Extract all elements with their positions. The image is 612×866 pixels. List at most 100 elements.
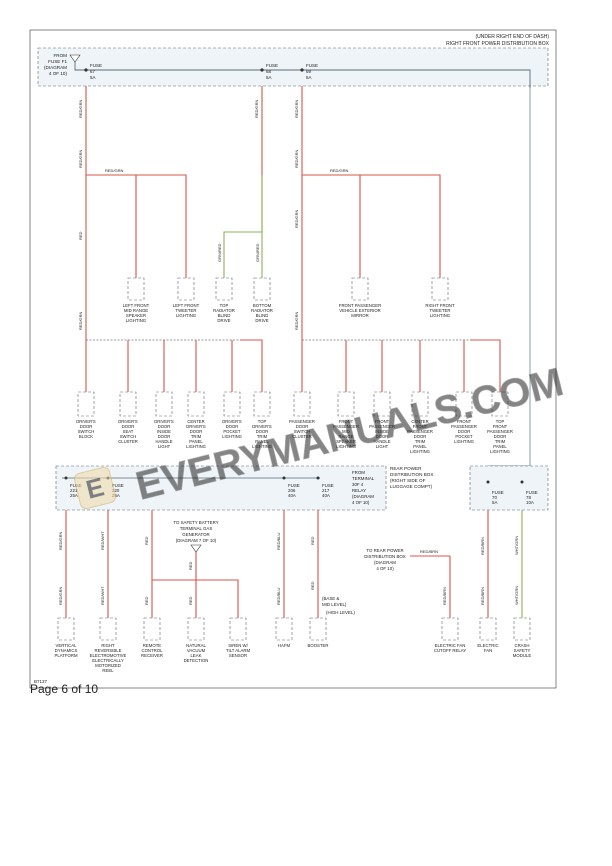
svg-text:RED: RED — [144, 536, 149, 545]
svg-text:SPEAKER: SPEAKER — [336, 439, 356, 444]
svg-text:POCKET: POCKET — [223, 429, 241, 434]
svg-text:MID LEVEL): MID LEVEL) — [322, 602, 347, 607]
row2-wires — [85, 338, 501, 392]
svg-text:DISTRIBUTION BOX: DISTRIBUTION BOX — [390, 472, 433, 477]
svg-text:SEAT: SEAT — [123, 429, 134, 434]
svg-text:DOOR: DOOR — [414, 434, 427, 439]
svg-text:FRONT: FRONT — [493, 424, 508, 429]
svg-text:TRIM: TRIM — [191, 434, 202, 439]
svg-text:FRONT: FRONT — [413, 424, 428, 429]
connector-arrow-icon — [69, 54, 81, 63]
svg-text:TERMINAL: TERMINAL — [352, 476, 375, 481]
to-rear-pdb-note: TO REAR POWER DISTRIBUTION BOX (DIAGRAM … — [364, 548, 406, 571]
svg-text:206: 206 — [288, 488, 296, 493]
svg-text:DRIVER'S: DRIVER'S — [186, 424, 206, 429]
svg-text:BLOCK: BLOCK — [79, 434, 93, 439]
svg-text:PASSENGER: PASSENGER — [407, 429, 433, 434]
svg-text:MOTORIZED: MOTORIZED — [95, 663, 121, 668]
svg-text:MODULE: MODULE — [513, 653, 532, 658]
svg-text:LIGHT: LIGHT — [376, 444, 389, 449]
svg-text:(DIAGRAM: (DIAGRAM — [374, 560, 396, 565]
svg-text:BOOSTER: BOOSTER — [307, 643, 328, 648]
svg-text:RIGHT: RIGHT — [101, 643, 115, 648]
svg-text:4 OF 10): 4 OF 10) — [49, 71, 68, 76]
svg-text:TERMINAL GAS: TERMINAL GAS — [180, 526, 213, 531]
svg-text:LIGHTING: LIGHTING — [126, 318, 147, 323]
svg-text:10A: 10A — [526, 500, 534, 505]
svg-text:FAN: FAN — [484, 648, 492, 653]
svg-text:FRONT: FRONT — [457, 419, 472, 424]
svg-text:PANEL: PANEL — [413, 444, 427, 449]
svg-text:DOOR: DOOR — [226, 424, 239, 429]
svg-text:RED/WHT: RED/WHT — [100, 531, 105, 550]
svg-text:FUSE: FUSE — [112, 483, 124, 488]
svg-text:SWITCH: SWITCH — [294, 429, 311, 434]
svg-text:VACUUM: VACUUM — [187, 648, 206, 653]
svg-text:FROM: FROM — [352, 470, 365, 475]
svg-text:4 OF 10): 4 OF 10) — [352, 500, 370, 505]
from-terminal-label: FROM TERMINAL 30F 4 RELAY (DIAGRAM 4 OF … — [352, 470, 375, 505]
svg-text:221: 221 — [70, 488, 78, 493]
svg-text:DOOR: DOOR — [80, 424, 93, 429]
svg-text:4 OF 10): 4 OF 10) — [376, 566, 394, 571]
svg-text:PASSENGER: PASSENGER — [487, 429, 513, 434]
svg-text:LUGGAGE COMPT): LUGGAGE COMPT) — [390, 484, 433, 489]
svg-text:PANEL: PANEL — [493, 444, 507, 449]
svg-text:DYNAMICS: DYNAMICS — [55, 648, 78, 653]
svg-text:LIGHT: LIGHT — [158, 444, 171, 449]
svg-text:RED/GRN: RED/GRN — [294, 209, 299, 228]
svg-text:RADIATOR: RADIATOR — [213, 308, 235, 313]
svg-text:RED: RED — [78, 231, 83, 240]
row2-labels: DRIVER'S DOOR SWITCH BLOCK DRIVER'S DOOR… — [76, 419, 513, 454]
svg-text:(DIAGRAM 7 OF 10): (DIAGRAM 7 OF 10) — [176, 538, 217, 543]
svg-text:SENSOR: SENSOR — [229, 653, 247, 658]
svg-text:SPEAKER: SPEAKER — [126, 313, 146, 318]
svg-text:RED: RED — [310, 536, 315, 545]
svg-text:CENTER: CENTER — [187, 419, 204, 424]
svg-text:RED/BRN: RED/BRN — [480, 587, 485, 605]
svg-text:DOOR: DOOR — [158, 434, 171, 439]
svg-text:CUTOFF RELAY: CUTOFF RELAY — [434, 648, 466, 653]
svg-text:(DIAGRAM: (DIAGRAM — [44, 65, 67, 70]
svg-text:HANDLE: HANDLE — [374, 439, 391, 444]
svg-text:TILT ALARM: TILT ALARM — [226, 648, 251, 653]
svg-text:5A: 5A — [492, 500, 497, 505]
svg-text:DRIVER'S: DRIVER'S — [118, 419, 138, 424]
svg-text:RIGHT FRONT: RIGHT FRONT — [425, 303, 455, 308]
svg-text:DOOR: DOOR — [122, 424, 135, 429]
pdb-header-line1: (UNDER RIGHT END OF DASH) — [475, 34, 549, 40]
svg-text:INSIDE: INSIDE — [157, 429, 171, 434]
svg-text:217: 217 — [322, 488, 330, 493]
svg-text:25A: 25A — [70, 493, 78, 498]
fuse-69: FUSE 69 5A — [300, 63, 318, 80]
svg-text:PASSENGER: PASSENGER — [289, 419, 315, 424]
svg-text:LIGHTING: LIGHTING — [222, 434, 242, 439]
svg-text:LIGHTING: LIGHTING — [410, 449, 430, 454]
svg-text:40A: 40A — [322, 493, 330, 498]
svg-text:DOOR: DOOR — [190, 429, 203, 434]
svg-text:5A: 5A — [266, 75, 272, 80]
svg-text:PANEL: PANEL — [189, 439, 203, 444]
svg-text:PASSENGER: PASSENGER — [451, 424, 477, 429]
svg-text:DRIVER'S: DRIVER'S — [222, 419, 242, 424]
svg-text:DISTRIBUTION BOX: DISTRIBUTION BOX — [364, 554, 406, 559]
svg-text:RED/GRN: RED/GRN — [78, 149, 83, 168]
wire-label-grn-red-b: GRN/RED — [255, 243, 260, 262]
svg-text:REMOTE: REMOTE — [143, 643, 162, 648]
svg-text:DOOR: DOOR — [494, 434, 507, 439]
svg-text:DRIVER'S: DRIVER'S — [252, 424, 272, 429]
svg-text:POCKET: POCKET — [455, 434, 473, 439]
svg-text:RED/GRN: RED/GRN — [58, 531, 63, 550]
svg-text:DOOR: DOOR — [256, 429, 269, 434]
svg-text:INSIDE: INSIDE — [375, 429, 389, 434]
svg-text:FUSE: FUSE — [526, 490, 538, 495]
svg-text:LIGHTING: LIGHTING — [186, 444, 206, 449]
svg-text:(HIGH LEVEL): (HIGH LEVEL) — [326, 610, 355, 615]
row2-boxes — [77, 391, 509, 417]
svg-text:DRIVER'S: DRIVER'S — [76, 419, 96, 424]
row3-labels: VERTICAL DYNAMICS PLATFORM RIGHT REVERSI… — [54, 643, 531, 673]
svg-text:LEAK: LEAK — [191, 653, 202, 658]
svg-text:DRIVE: DRIVE — [217, 318, 230, 323]
svg-text:FRONT PASSENGER: FRONT PASSENGER — [339, 303, 381, 308]
svg-text:PASSENGER: PASSENGER — [333, 424, 359, 429]
